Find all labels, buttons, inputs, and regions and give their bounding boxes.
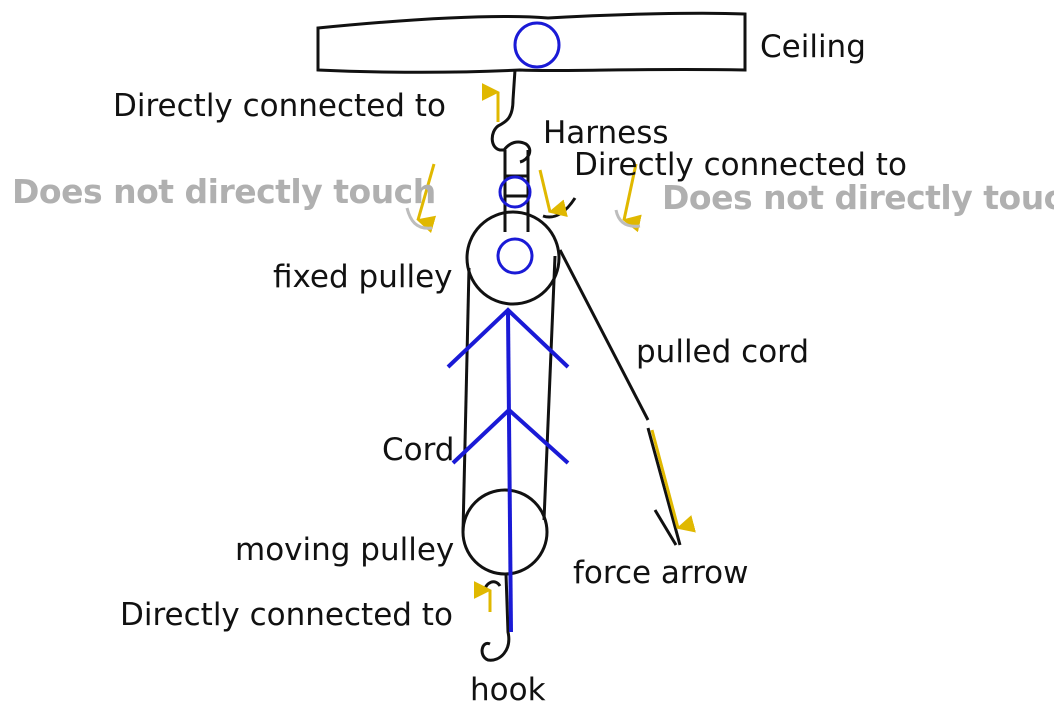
directly-connected-top-label: Directly connected to [113, 88, 446, 124]
harness-label: Harness [543, 115, 669, 151]
pulled-cord-end [646, 427, 682, 546]
tension-line [506, 311, 513, 633]
moving-pulley [461, 488, 549, 576]
fixed-pulley [465, 210, 561, 306]
harness-hanger [490, 69, 532, 164]
force-arrow-pulled-cord [650, 429, 696, 533]
tension-chevron-lower [451, 407, 570, 465]
ceiling-joint-circle [513, 21, 561, 69]
grey-arrowhead-left [405, 207, 433, 230]
pulled-cord-label: pulled cord [636, 334, 810, 370]
cord-left [461, 267, 471, 533]
force-arrow-label: force arrow [573, 555, 749, 591]
directly-connected-right-label: Directly connected to [574, 147, 907, 183]
ceiling-label: Ceiling [760, 29, 866, 65]
moving-pulley-label: moving pulley [235, 532, 455, 568]
tension-chevron-upper [446, 307, 570, 369]
directly-connected-bottom-label: Directly connected to [120, 597, 453, 633]
grey-arrowhead-right [614, 209, 641, 228]
hook-shape [480, 573, 511, 662]
cord-label: Cord [382, 432, 455, 468]
force-arrow-right-grey [622, 163, 642, 233]
harness-joint-circle [498, 175, 532, 209]
does-not-touch-right-label: Does not directly touch [662, 178, 1054, 217]
fixed-pulley-label: fixed pulley [273, 259, 453, 295]
force-arrow-harness [538, 169, 568, 218]
hook-label: hook [470, 672, 546, 708]
harness-strap [503, 150, 530, 232]
pulled-cord-line [558, 249, 650, 421]
does-not-touch-left-label: Does not directly touch [12, 172, 436, 211]
force-arrow-left-grey [416, 163, 437, 234]
fixed-pulley-axle-circle [496, 237, 534, 275]
ceiling-beam [316, 11, 747, 74]
cord-right [542, 255, 557, 521]
moving-pulley-hanger [482, 580, 502, 593]
